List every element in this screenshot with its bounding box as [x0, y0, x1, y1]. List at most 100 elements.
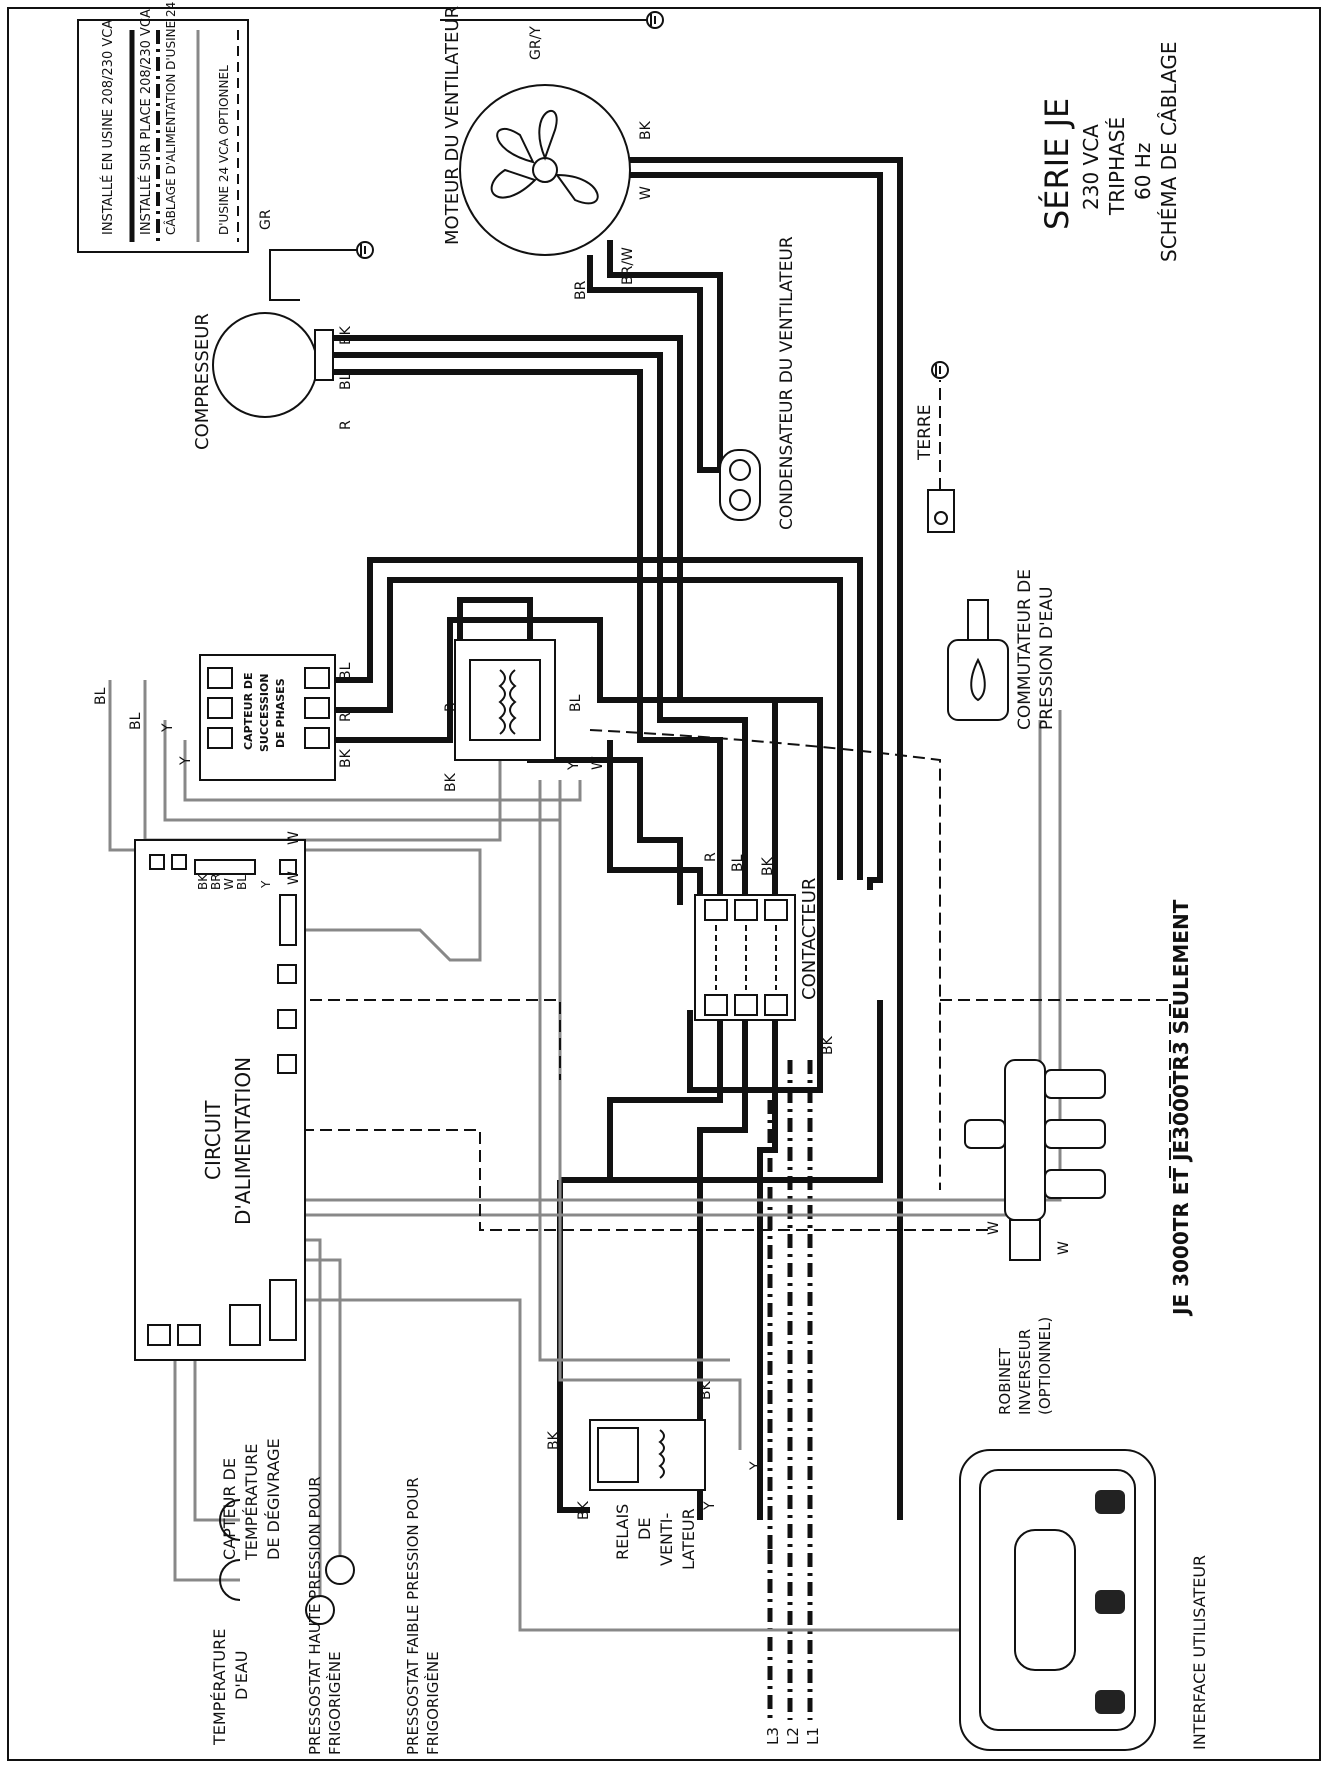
- reversing-valve: ROBINET INVERSEUR (OPTIONNEL): [964, 1059, 1106, 1415]
- wire-label: GR: [258, 209, 274, 230]
- diagram-kind-text: SCHÉMA DE CÂBLAGE: [1157, 42, 1181, 262]
- board-terminal-hp: [277, 1009, 297, 1029]
- wire-gray-3: [183, 740, 582, 802]
- board-connector: [279, 894, 297, 946]
- wire-label: BR/W: [620, 247, 636, 285]
- wire-gray-hp: [300, 1238, 322, 1600]
- defrost-label-2: TEMPÉRATURE: [242, 1444, 261, 1561]
- reversing-valve-label-1: ROBINET: [996, 1347, 1014, 1415]
- coil-secondary-icon: [509, 669, 517, 735]
- wire-label: Y: [178, 756, 194, 766]
- capacitor-terminal-icon: [729, 459, 751, 481]
- lp-label-1: PRESSOSTAT FAIBLE PRESSION POUR: [404, 1477, 422, 1755]
- wire-phase-r: [330, 577, 843, 880]
- contactor: CONTACTEUR: [694, 878, 820, 1021]
- phase-sensor-label-3: DE PHASES: [274, 678, 287, 748]
- wire-gray-water-switch-2: [300, 720, 1042, 1217]
- voltage-text: 230 VCA: [1079, 124, 1103, 210]
- wire-label: Y: [160, 723, 176, 733]
- wire-gray-water-temp: [173, 1340, 240, 1582]
- legend-item: D'USINE 24 VCA OPTIONNEL: [217, 65, 231, 235]
- board-connector-ui: [269, 1279, 297, 1341]
- lp-label-2: FRIGORIGÈNE: [423, 1651, 442, 1755]
- wire-contactor-l3: [607, 1010, 723, 1180]
- wire-label: BR: [573, 280, 589, 300]
- board-terminal-water-temp: [147, 1324, 171, 1346]
- valve-port: [1044, 1169, 1106, 1199]
- contactor-switch-icon: [715, 925, 777, 990]
- wire-gray-lp: [300, 1258, 342, 1560]
- water-switch-label-1: COMMUTATEUR DE: [1015, 569, 1035, 730]
- water-switch-label-2: PRESSION D'EAU: [1037, 587, 1057, 730]
- fan-relay-label-1: RELAIS: [613, 1504, 632, 1560]
- phase-terminal-l1: [304, 727, 330, 749]
- wire-label: BL: [338, 662, 354, 680]
- board-terminal-defrost: [177, 1324, 201, 1346]
- coil-primary-icon: [498, 669, 506, 735]
- contactor-terminal-t2: [734, 899, 758, 921]
- wire-label: BK: [576, 1500, 592, 1520]
- phase-sensor-label-2: SUCCESSION: [258, 673, 271, 752]
- wire-contactor-bk-loop: [687, 870, 823, 1093]
- board-chip: [229, 1304, 261, 1346]
- ground-icon: [931, 361, 949, 379]
- ground-icon: [646, 11, 664, 29]
- wire-label: BK: [546, 1430, 562, 1450]
- wire-gray-water-switch: [300, 710, 1062, 1202]
- phase-terminal-y: [207, 697, 233, 719]
- wire-gray-relay-y: [558, 780, 742, 1450]
- wire-label-l3: L3: [764, 1727, 782, 1745]
- water-temp-label-1: TEMPÉRATURE: [210, 1629, 229, 1746]
- compressor-terminal-block: [314, 329, 334, 381]
- defrost-temp-sensor: CAPTEUR DE TEMPÉRATURE DE DÉGIVRAGE: [219, 1438, 283, 1561]
- wire-label: BL: [93, 687, 109, 705]
- series-title: SÉRIE JE: [1038, 98, 1076, 230]
- wire-gray-defrost: [193, 1340, 240, 1522]
- wire-ground-compressor: [269, 249, 360, 301]
- terre-label: TERRE: [915, 405, 935, 462]
- ui-button: [1095, 1590, 1125, 1614]
- wire-label: BK: [196, 873, 210, 890]
- fan-relay-label-3: VENTI-: [657, 1513, 676, 1566]
- wire-label: BK: [760, 856, 776, 876]
- legend-item: INSTALLÉ SUR PLACE 208/230 VCA: [138, 9, 154, 235]
- compressor-body: [212, 312, 318, 418]
- wire-gray-ui: [300, 1298, 960, 1632]
- legend-item: INSTALLÉ EN USINE 208/230 VCA: [100, 20, 116, 235]
- reversing-valve-label-3: (OPTIONNEL): [1036, 1317, 1054, 1415]
- wire-label: W: [986, 1221, 1002, 1235]
- phase-text: TRIPHASÉ: [1105, 117, 1129, 216]
- frequency-text: 60 Hz: [1131, 143, 1155, 200]
- contactor-terminal-l2: [734, 994, 758, 1016]
- fan-relay-label-4: LATEUR: [679, 1508, 698, 1570]
- fan-motor: MOTEUR DU VENTILATEUR: [442, 6, 631, 256]
- board-terminal-lp: [277, 1054, 297, 1074]
- wire-xfmr-primary: [457, 597, 683, 905]
- title-block: SÉRIE JE 230 VCA TRIPHASÉ 60 Hz SCHÉMA D…: [1038, 42, 1181, 262]
- wire-xfmr-secondary: [607, 740, 703, 905]
- low-pressure-switch: PRESSOSTAT FAIBLE PRESSION POUR FRIGORIG…: [325, 1477, 442, 1755]
- wire-labels: GR/Y GR BK W BR BR/W BK BL R BL BL Y Y B…: [93, 26, 1072, 1745]
- wire-label: BL: [128, 712, 144, 730]
- wire-label: W: [286, 831, 302, 845]
- wire-label-l1: L1: [804, 1727, 822, 1745]
- ground-terminal: TERRE: [915, 405, 955, 533]
- model-note: JE 3000TR ET JE3000TR3 SEULEMENT: [1169, 899, 1193, 1317]
- contactor-terminal-l3: [704, 994, 728, 1016]
- contactor-terminal-l1: [764, 994, 788, 1016]
- board-led: [149, 854, 165, 870]
- wire-dashed-4: [940, 999, 1171, 1180]
- wire-label: Y: [702, 1501, 718, 1511]
- wire-label: BK: [338, 325, 354, 345]
- pressure-switch-icon: [325, 1555, 355, 1585]
- hp-label-2: FRIGORIGÈNE: [325, 1651, 344, 1755]
- power-board-outline: [134, 839, 306, 1361]
- wire-fan-bk: [625, 157, 903, 1520]
- defrost-label-1: CAPTEUR DE: [220, 1458, 239, 1560]
- wire-label: BL: [338, 372, 354, 390]
- user-interface: INTERFACE UTILISATEUR: [959, 1449, 1209, 1751]
- board-terminal-w: [279, 859, 297, 875]
- water-drop-icon: [970, 657, 986, 702]
- wire-label: R: [338, 420, 354, 430]
